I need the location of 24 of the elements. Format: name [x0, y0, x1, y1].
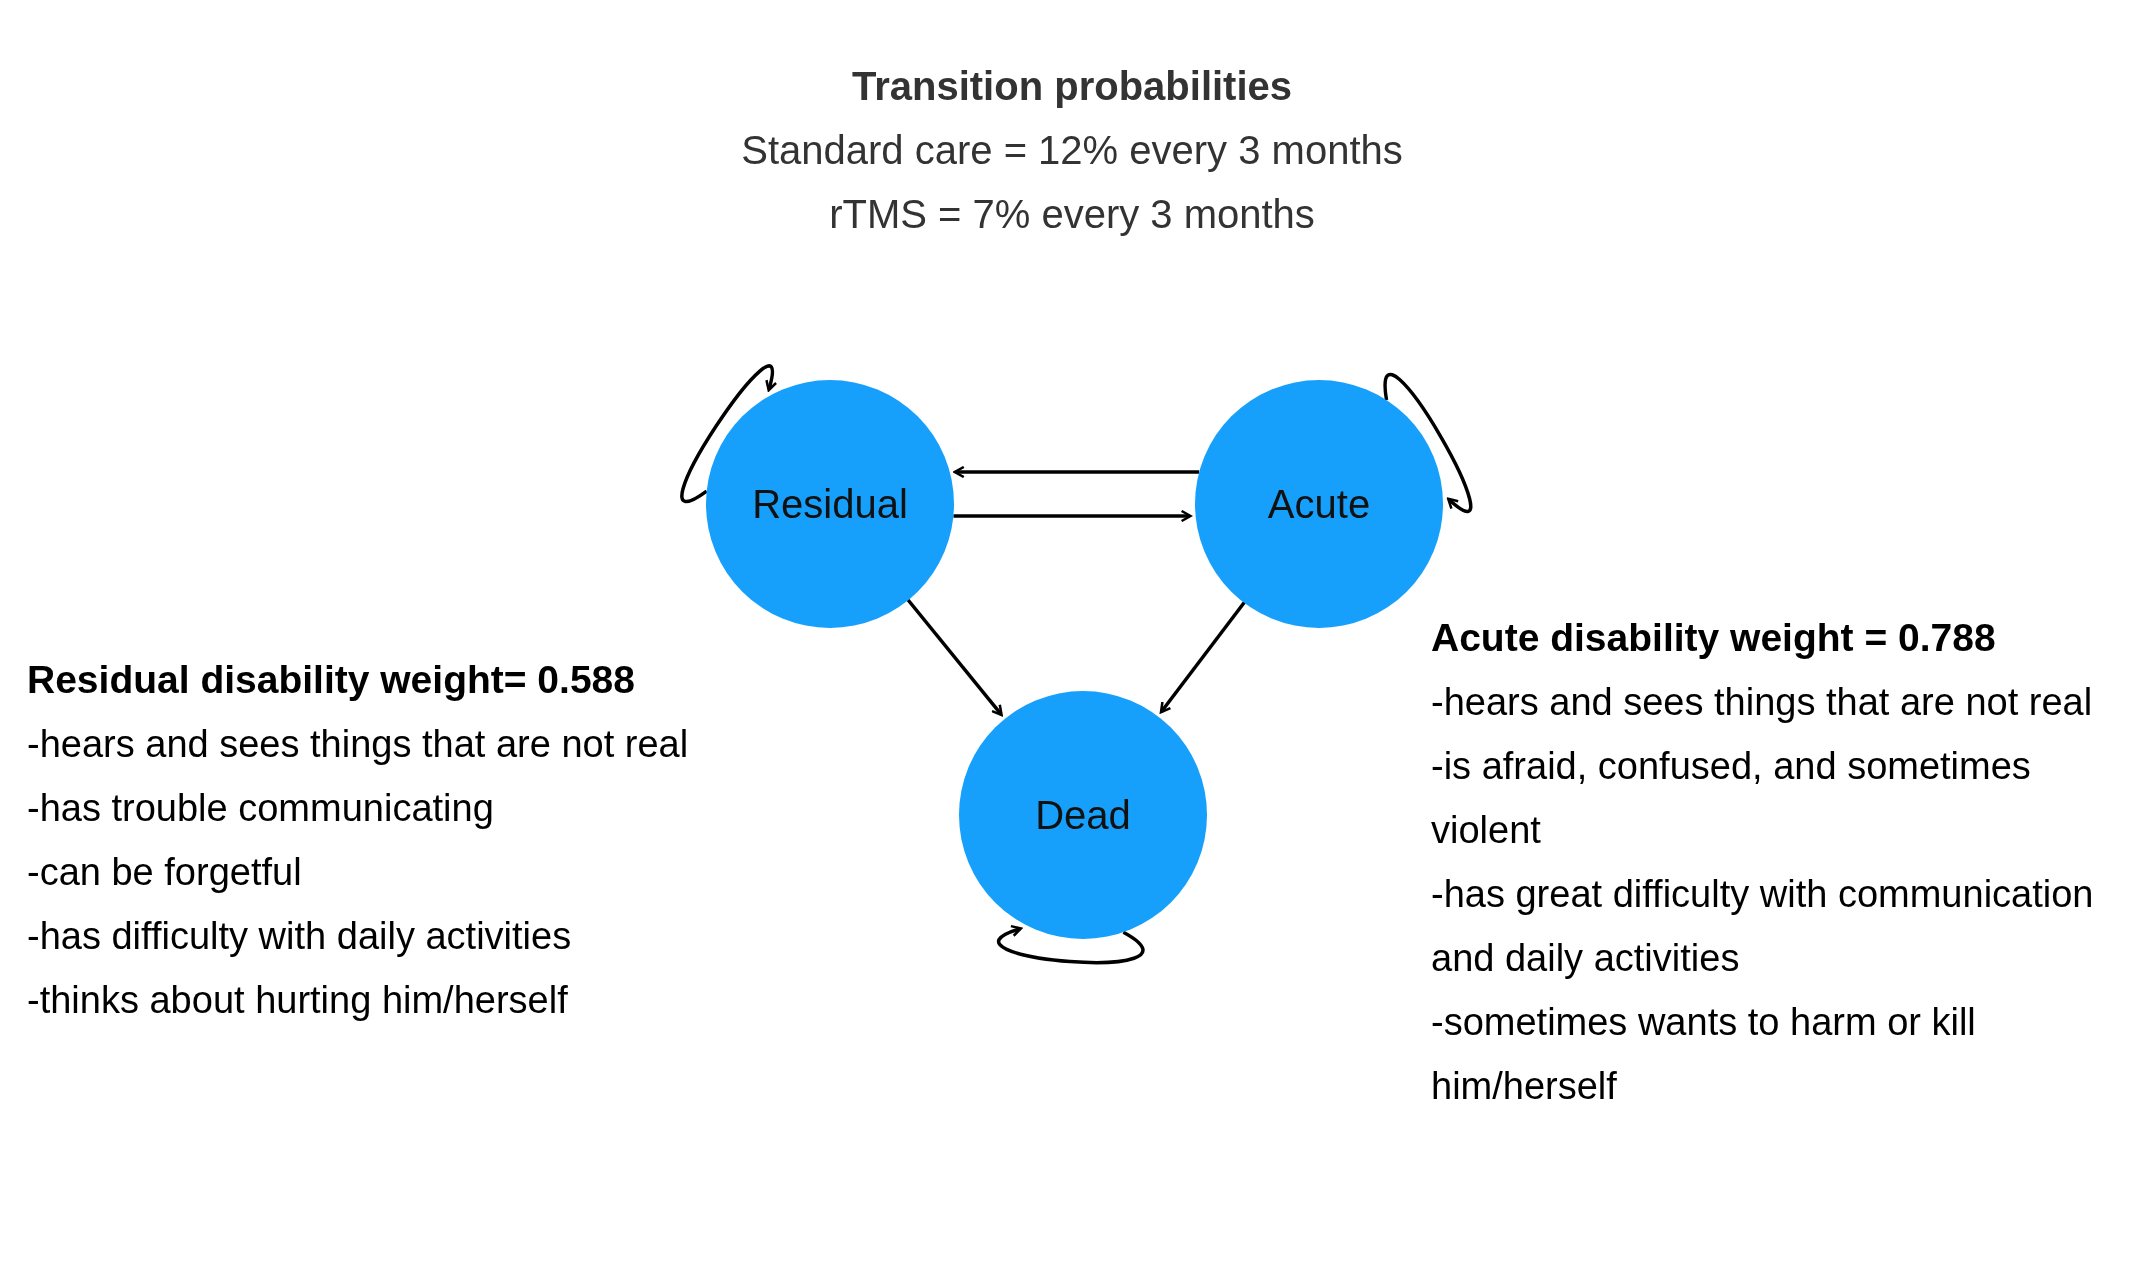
description-text: -thinks about hurting him/herself — [27, 978, 569, 1023]
arrow — [953, 465, 1200, 479]
description-text: -hears and sees things that are not real — [1431, 680, 2094, 725]
arrow — [905, 597, 1003, 717]
description-text: -can be forgetful — [27, 850, 303, 895]
state-label: Residual — [752, 481, 908, 527]
arrow — [997, 925, 1144, 965]
arrow — [680, 365, 777, 503]
arrow — [953, 509, 1192, 523]
note-text: Standard care = 12% every 3 months — [741, 127, 1403, 174]
description-text: -sometimes wants to harm or kill him/herself — [1431, 1000, 1977, 1109]
block-heading: Acute disability weight = 0.788 — [1431, 615, 1997, 661]
note-text: rTMS = 7% every 3 months — [829, 191, 1315, 238]
title: Transition probabilities — [851, 63, 1293, 110]
arrow — [1159, 599, 1247, 714]
description-text: -has difficulty with daily activities — [27, 914, 573, 959]
state-label: Dead — [1035, 792, 1131, 838]
arrow — [1383, 373, 1472, 512]
description-text: -has great difficulty with communication and daily activities — [1431, 872, 2095, 981]
description-text: -is afraid, confused, and sometimes violent — [1431, 744, 2032, 853]
description-text: -has trouble communicating — [27, 786, 495, 831]
description-text: -hears and sees things that are not real — [27, 722, 690, 767]
block-heading: Residual disability weight= 0.588 — [27, 657, 636, 703]
state-label: Acute — [1267, 481, 1371, 527]
